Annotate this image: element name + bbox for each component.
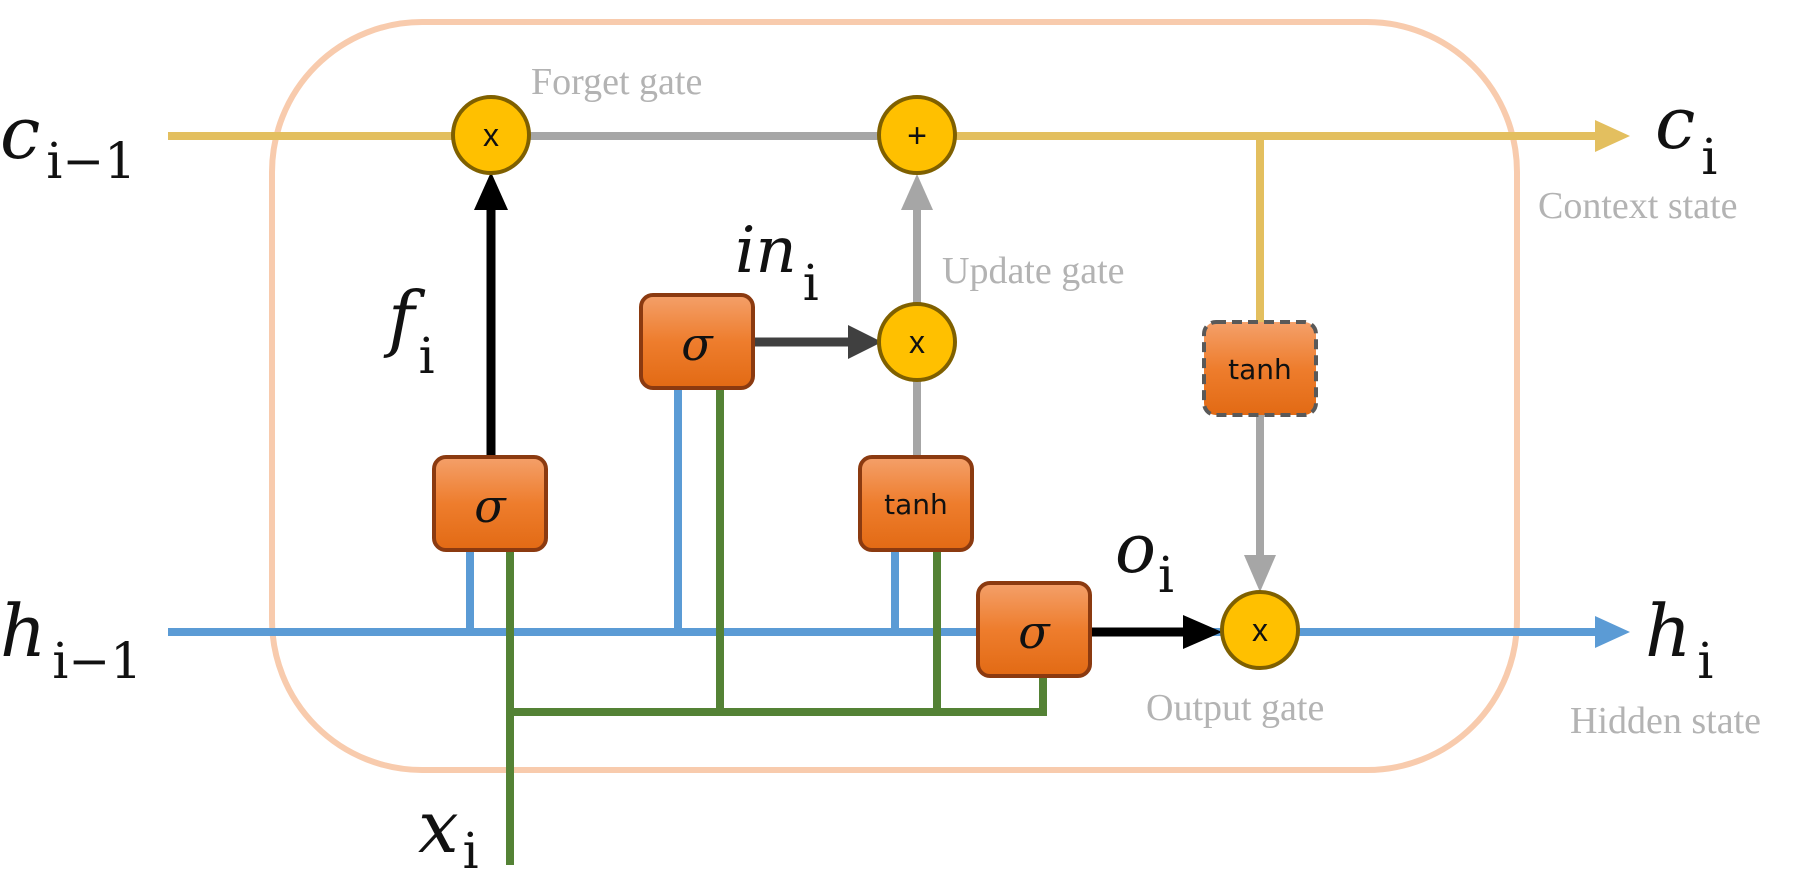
forget-arrowhead: [474, 172, 508, 210]
input-sigma-block: σ: [639, 293, 755, 390]
output-multiply-symbol: x: [1252, 612, 1268, 648]
update-arrowhead: [901, 174, 933, 210]
update-add-symbol: +: [907, 117, 927, 155]
input-sigma-label: σ: [681, 317, 714, 371]
label-o-gate-sub: i: [1158, 546, 1174, 604]
output-arrowhead: [1183, 615, 1222, 649]
input-arrowhead: [848, 325, 882, 359]
label-o-gate-base: o: [1115, 510, 1156, 589]
forget-multiply-op: x: [451, 95, 531, 175]
label-o-gate: oi: [1115, 510, 1174, 604]
label-h-prev-sub: i−1: [52, 632, 142, 690]
label-x-in: xi: [418, 785, 479, 873]
state-tanh-label: tanh: [1228, 353, 1292, 386]
output-sigma-block: σ: [976, 581, 1092, 678]
input-multiply-symbol: x: [909, 324, 925, 360]
state-tanh-block: tanh: [1202, 320, 1318, 417]
label-x-in-base: x: [418, 785, 459, 869]
label-in-gate-sub: i: [803, 254, 819, 312]
label-in-gate-base: in: [735, 214, 797, 288]
state-tanh-arrowhead: [1244, 555, 1276, 592]
annotation-update-gate: Update gate: [942, 250, 1125, 292]
cell-state-arrowhead: [1595, 120, 1630, 152]
candidate-tanh-block: tanh: [858, 455, 974, 552]
label-c-next-base: c: [1655, 81, 1695, 165]
input-line-bus: [506, 676, 1047, 716]
hidden-state-arrowhead: [1595, 616, 1630, 648]
annotation-forget-gate: Forget gate: [531, 61, 702, 103]
annotation-output-gate: Output gate: [1146, 687, 1324, 729]
label-h-next-sub: i: [1697, 632, 1713, 690]
update-add-op: +: [877, 95, 957, 175]
output-multiply-op: x: [1220, 590, 1300, 670]
label-h-prev-base: h: [0, 589, 46, 673]
output-sigma-label: σ: [1018, 605, 1051, 659]
forget-sigma-block: σ: [432, 455, 548, 552]
label-f-gate-sub: i: [419, 327, 435, 385]
label-h-next-base: h: [1645, 589, 1691, 673]
label-c-next-sub: i: [1701, 128, 1717, 186]
annotation-context-state: Context state: [1538, 185, 1737, 227]
label-x-in-sub: i: [463, 822, 479, 873]
forget-sigma-label: σ: [474, 479, 507, 533]
label-f-gate: fi: [383, 276, 435, 385]
forget-multiply-symbol: x: [483, 117, 499, 153]
input-multiply-op: x: [877, 302, 957, 382]
label-c-prev-sub: i−1: [46, 132, 136, 190]
candidate-tanh-label: tanh: [884, 488, 948, 521]
cell-boundary: [269, 19, 1520, 773]
label-c-prev-base: c: [0, 91, 40, 175]
annotation-hidden-state: Hidden state: [1570, 700, 1761, 742]
